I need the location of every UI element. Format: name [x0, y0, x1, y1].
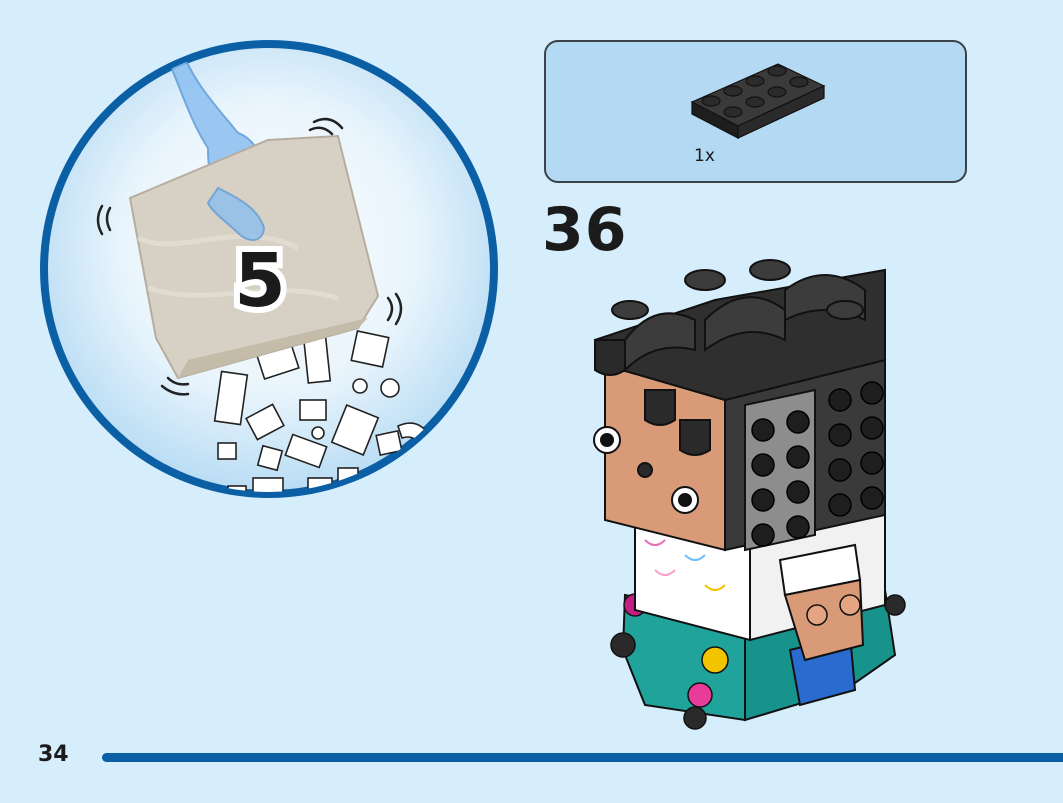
part-quantity: 1x	[694, 146, 715, 166]
shake-marks-icon	[96, 117, 403, 396]
page-rule	[102, 753, 1063, 762]
bag-number: 5	[234, 238, 286, 324]
black-plate-2x4-icon	[690, 63, 826, 139]
page-number: 34	[38, 742, 69, 767]
open-bag-5-icon: 5	[128, 134, 380, 380]
step-number: 36	[542, 195, 628, 265]
parts-callout: 1x	[544, 40, 967, 183]
bag-circle: 5	[40, 40, 498, 498]
brickheadz-figure-icon	[593, 259, 906, 730]
